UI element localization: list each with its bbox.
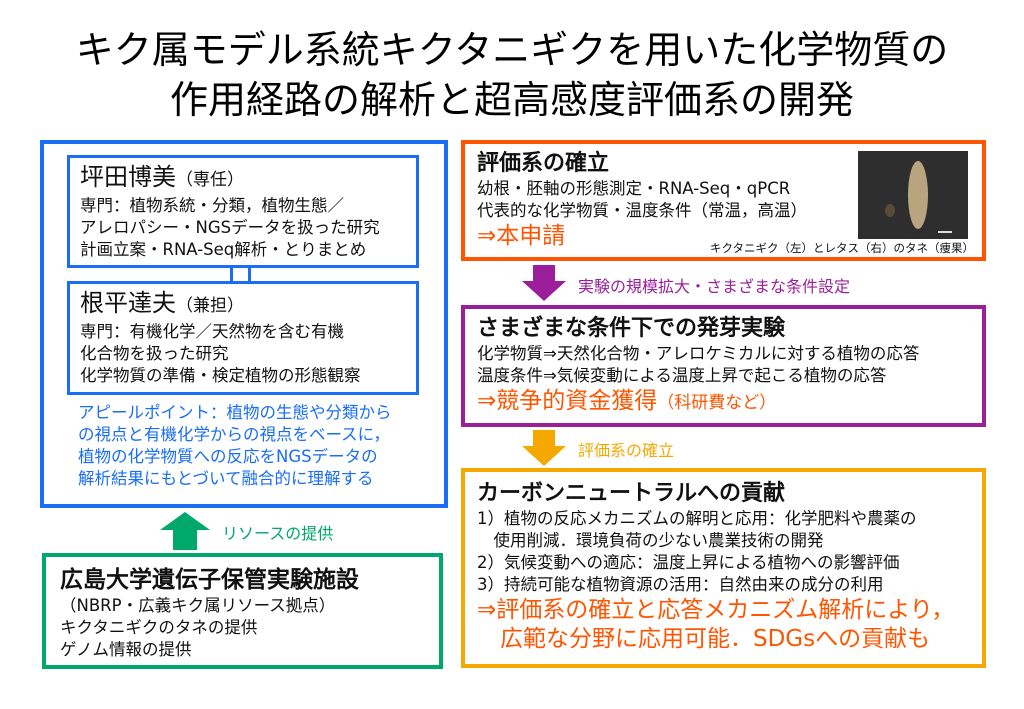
step-title: さまざまな条件下での発芽実験 — [477, 316, 786, 341]
member-detail: 計画立案・RNA-Seq解析・とりまとめ — [80, 240, 367, 259]
member-detail: 化学物質の準備・検定植物の形態観察 — [80, 366, 361, 385]
member-detail: 化合物を扱った研究 — [80, 344, 229, 363]
step-line: 使用削減．環境負荷の少ない農業技術の開発 — [477, 531, 824, 550]
scale-bar — [938, 231, 952, 233]
arrow2-label: 評価系の確立 — [578, 441, 675, 460]
member-card-1: 坪田博美（専任） 専門：植物系統・分類，植物生態／ アレロパシー・NGSデータを… — [67, 155, 419, 268]
step-line: 幼根・胚軸の形態測定・RNA-Seq・qPCR — [477, 179, 791, 198]
step-evaluation-system: 評価系の確立 幼根・胚軸の形態測定・RNA-Seq・qPCR 代表的な化学物質・… — [461, 140, 986, 261]
step-result-note: （科研費など） — [657, 393, 777, 413]
resource-arrow-label: リソースの提供 — [222, 524, 334, 543]
up-arrow-icon — [160, 512, 210, 550]
down-arrow-icon — [522, 265, 566, 301]
seed-photo — [858, 151, 968, 239]
step-title: 評価系の確立 — [477, 151, 610, 176]
facility-panel: 広島大学遺伝子保管実験施設 （NBRP・広義キク属リソース拠点） キクタニギクの… — [42, 553, 443, 669]
appeal-line: アピールポイント：植物の生態や分類から — [78, 403, 392, 422]
facility-line: （NBRP・広義キク属リソース拠点） — [60, 596, 336, 615]
step-line: 3）持続可能な植物資源の活用：自然由来の成分の利用 — [477, 575, 884, 594]
step-result: ⇒本申請 — [477, 223, 566, 249]
step-title: カーボンニュートラルへの貢献 — [477, 481, 786, 506]
step-germination-experiments: さまざまな条件下での発芽実験 化学物質⇒天然化合物・アレロケミカルに対する植物の… — [461, 305, 986, 427]
appeal-line: 解析結果にもとづいて融合的に理解する — [78, 469, 374, 488]
title-line-1: キク属モデル系統キクタニギクを用いた化学物質の — [75, 28, 949, 72]
facility-title: 広島大学遺伝子保管実験施設 — [60, 567, 359, 593]
step-carbon-neutral: カーボンニュートラルへの貢献 1）植物の反応メカニズムの解明と応用：化学肥料や農… — [461, 468, 986, 668]
step-line: 代表的な化学物質・温度条件（常温，高温） — [477, 201, 807, 220]
member-name: 根平達夫 — [80, 289, 176, 317]
step-result-text: ⇒競争的資金獲得 — [477, 388, 658, 414]
photo-caption: キクタニギク（左）とレタス（右）のタネ（痩果） — [709, 241, 974, 255]
member-detail: 専門：植物系統・分類，植物生態／ — [80, 196, 344, 215]
lettuce-seed — [908, 161, 928, 229]
arrow1-label: 実験の規模拡大・さまざまな条件設定 — [578, 277, 851, 296]
connector-line — [248, 267, 251, 282]
member-detail: 専門：有機化学／天然物を含む有機 — [80, 322, 344, 341]
step-result: ⇒評価系の確立と応答メカニズム解析により， — [477, 597, 955, 623]
facility-line: ゲノム情報の提供 — [60, 640, 192, 659]
appeal-line: の視点と有機化学からの視点をベースに， — [78, 425, 390, 444]
member-name: 坪田博美 — [80, 163, 176, 191]
step-line: 1）植物の反応メカニズムの解明と応用：化学肥料や農薬の — [477, 509, 917, 528]
connector-line — [230, 267, 233, 282]
step-line: 温度条件⇒気候変動による温度上昇で起こる植物の応答 — [477, 366, 887, 385]
team-panel: 坪田博美（専任） 専門：植物系統・分類，植物生態／ アレロパシー・NGSデータを… — [40, 140, 448, 508]
step-line: 化学物質⇒天然化合物・アレロケミカルに対する植物の応答 — [477, 344, 920, 363]
step-result: ⇒競争的資金獲得（科研費など） — [477, 387, 970, 418]
step-line: 2）気候変動への適応：温度上昇による植物への影響評価 — [477, 553, 900, 572]
appeal-line: 植物の化学物質への反応をNGSデータの — [78, 447, 378, 466]
kikutanigiku-seed — [885, 204, 895, 217]
step-result: 広範な分野に応用可能．SDGsへの貢献も — [477, 626, 931, 652]
member-role: （兼担） — [176, 296, 244, 316]
title-line-2: 作用経路の解析と超高感度評価系の開発 — [169, 78, 854, 122]
appeal-point: アピールポイント：植物の生態や分類から の視点と有機化学からの視点をベースに， … — [78, 402, 392, 490]
member-card-2: 根平達夫（兼担） 専門：有機化学／天然物を含む有機 化合物を扱った研究 化学物質… — [67, 281, 419, 395]
facility-line: キクタニギクのタネの提供 — [60, 618, 258, 637]
member-detail: アレロパシー・NGSデータを扱った研究 — [80, 218, 380, 237]
member-role: （専任） — [176, 170, 244, 190]
down-arrow-icon — [522, 430, 566, 466]
